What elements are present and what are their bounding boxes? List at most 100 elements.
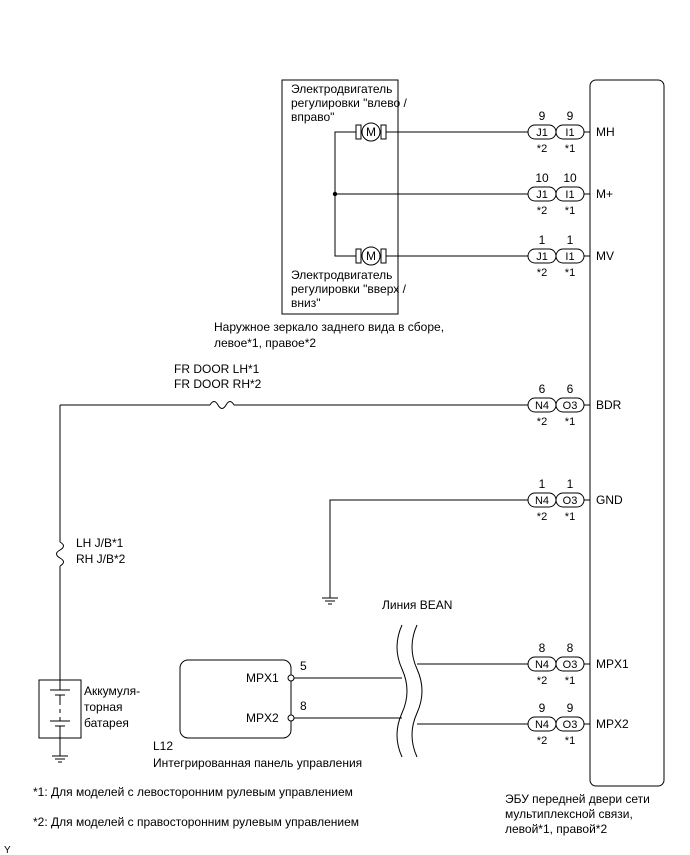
ecu-label-3: левой*1, правой*2 <box>505 822 607 836</box>
connector-code-right: I1 <box>565 189 574 201</box>
model-note-left: *2 <box>537 205 547 217</box>
connector-code-right: O3 <box>563 495 578 507</box>
svg-text:M: M <box>366 249 376 263</box>
fuse-jb-label-1: LH J/B*1 <box>76 536 124 550</box>
connector-code-left: N4 <box>535 659 549 671</box>
pin-number-right: 9 <box>567 109 574 123</box>
mirror-internal-wiring <box>332 131 528 257</box>
panel-code: L12 <box>153 739 173 753</box>
terminal-name: MV <box>596 249 614 263</box>
pin-number-left: 9 <box>539 701 546 715</box>
fuse-door-label-2: FR DOOR RH*2 <box>174 377 262 391</box>
connector-mpx2: N4 O3 9 9 *2 *1 MPX2 <box>527 701 629 747</box>
connector-mh: J1 I1 9 9 *2 *1 MH <box>527 109 615 155</box>
connector-mpx1: N4 O3 8 8 *2 *1 MPX1 <box>527 641 629 687</box>
model-note-left: *2 <box>537 143 547 155</box>
pin-number-right: 6 <box>567 382 574 396</box>
ecu-box <box>589 79 665 787</box>
model-note-left: *2 <box>537 267 547 279</box>
connector-code-left: J1 <box>536 189 548 201</box>
model-note-left: *2 <box>537 511 547 523</box>
panel-pin1-number: 5 <box>300 659 307 673</box>
terminal-name: MPX2 <box>596 717 629 731</box>
terminal-name: GND <box>596 493 623 507</box>
note-1: *1: Для моделей с левосторонним рулевым … <box>33 785 353 799</box>
control-panel-box <box>179 659 292 739</box>
terminal-name: MH <box>596 125 615 139</box>
fuse-door-label-1: FR DOOR LH*1 <box>174 362 260 376</box>
panel-pin1-name: MPX1 <box>246 671 279 685</box>
motor-v-label-1: Электродвигатель <box>291 268 392 282</box>
ecu-label-1: ЭБУ передней двери сети <box>505 792 650 806</box>
ecu-label-2: мультиплексной связи, <box>505 807 633 821</box>
motor-h-symbol: M <box>355 122 387 142</box>
pin-number-right: 9 <box>567 701 574 715</box>
pin-number-left: 10 <box>535 171 549 185</box>
connector-code-right: O3 <box>563 719 578 731</box>
pin-number-left: 1 <box>539 233 546 247</box>
power-wiring <box>56 401 528 680</box>
pin-number-left: 9 <box>539 109 546 123</box>
model-note-right: *1 <box>565 675 575 687</box>
motor-v-label-3: вниз" <box>291 296 320 310</box>
battery-label-3: батарея <box>84 716 129 730</box>
assembly-label-2: левое*1, правое*2 <box>214 336 316 350</box>
terminal-name: M+ <box>596 187 613 201</box>
pin-number-left: 1 <box>539 477 546 491</box>
connector-code-left: N4 <box>535 719 549 731</box>
note-2: *2: Для моделей с правосторонним рулевым… <box>33 815 359 829</box>
model-note-left: *2 <box>537 735 547 747</box>
model-note-left: *2 <box>537 416 547 428</box>
connector-code-left: J1 <box>536 127 548 139</box>
motor-h-label-2: регулировки "влево / <box>291 96 407 110</box>
corner-mark: Y <box>4 845 11 855</box>
panel-pin1-terminal <box>287 674 295 682</box>
pin-number-right: 1 <box>567 477 574 491</box>
model-note-left: *2 <box>537 675 547 687</box>
motor-v-label-2: регулировки "вверх / <box>291 282 407 296</box>
model-note-right: *1 <box>565 416 575 428</box>
panel-name: Интегрированная панель управления <box>153 756 362 770</box>
motor-v-symbol: M <box>355 246 387 266</box>
bean-line-label: Линия BEAN <box>382 598 452 612</box>
connector-code-right: O3 <box>563 659 578 671</box>
panel-pin2-name: MPX2 <box>246 711 279 725</box>
svg-text:M: M <box>366 125 376 139</box>
model-note-right: *1 <box>565 511 575 523</box>
connector-mv: J1 I1 1 1 *2 *1 MV <box>527 233 614 279</box>
pin-number-right: 10 <box>563 171 577 185</box>
model-note-right: *1 <box>565 205 575 217</box>
connector-code-left: J1 <box>536 251 548 263</box>
battery-symbol <box>38 679 82 763</box>
connector-code-left: N4 <box>535 495 549 507</box>
battery-label-2: торная <box>84 700 123 714</box>
motor-h-label-1: Электродвигатель <box>291 82 392 96</box>
connector-code-right: I1 <box>565 251 574 263</box>
model-note-right: *1 <box>565 143 575 155</box>
pin-number-left: 6 <box>539 382 546 396</box>
bean-line-break <box>294 624 528 758</box>
panel-pin2-number: 8 <box>300 699 307 713</box>
assembly-label-1: Наружное зеркало заднего вида в сборе, <box>214 320 444 334</box>
pin-number-right: 1 <box>567 233 574 247</box>
connector-code-right: I1 <box>565 127 574 139</box>
model-note-right: *1 <box>565 267 575 279</box>
model-note-right: *1 <box>565 735 575 747</box>
pin-number-left: 8 <box>539 641 546 655</box>
fuse-jb-label-2: RH J/B*2 <box>76 552 126 566</box>
mirror-assembly-box <box>281 79 399 315</box>
battery-label-1: Аккумуля- <box>84 684 140 698</box>
connector-code-right: O3 <box>563 400 578 412</box>
panel-pin2-terminal <box>287 714 295 722</box>
connector-mplus: J1 I1 10 10 *2 *1 M+ <box>527 171 613 217</box>
connector-bdr: N4 O3 6 6 *2 *1 BDR <box>527 382 622 428</box>
terminal-name: MPX1 <box>596 657 629 671</box>
ground-wiring <box>322 499 528 605</box>
pin-number-right: 8 <box>567 641 574 655</box>
connector-code-left: N4 <box>535 400 549 412</box>
terminal-name: BDR <box>596 398 622 412</box>
connector-gnd: N4 O3 1 1 *2 *1 GND <box>527 477 623 523</box>
motor-h-label-3: вправо" <box>291 110 334 124</box>
